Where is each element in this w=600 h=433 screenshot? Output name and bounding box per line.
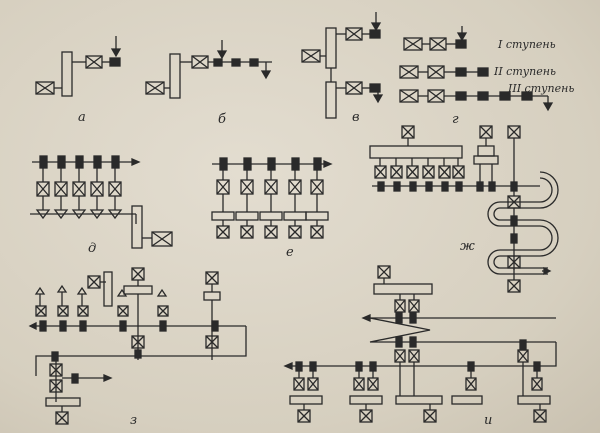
label-d: д (88, 241, 96, 256)
scheme-b: б (145, 40, 272, 127)
scheme-i: и (283, 265, 557, 428)
column (169, 53, 181, 99)
scheme-e: е (211, 157, 333, 260)
branch-e-5 (305, 157, 329, 239)
scheme-a: а (35, 36, 122, 125)
scheme-z: з (28, 267, 247, 428)
column (325, 27, 337, 69)
branch-d-4 (89, 155, 105, 220)
legend-stage-1: I ступень (497, 38, 556, 51)
header-vessel (369, 145, 463, 159)
column (61, 51, 73, 97)
legend-stage-3: III ступень (507, 82, 574, 95)
branch-e-1 (211, 157, 235, 239)
branch-e-4 (283, 157, 307, 239)
branch-d-2 (53, 155, 69, 220)
scheme-zh: ж (369, 125, 559, 293)
scheme-g: I ступень II ступень III ступень г (399, 26, 574, 127)
branch-d-3 (71, 155, 87, 220)
label-zh: ж (460, 239, 475, 254)
label-z: з (130, 413, 137, 428)
legend-stage-2: II ступень (493, 65, 556, 78)
label-v: в (352, 110, 360, 125)
label-i: и (484, 413, 492, 428)
column (103, 271, 113, 307)
scheme-v: в (301, 12, 384, 125)
label-b: б (218, 112, 226, 127)
label-e: е (286, 245, 294, 260)
branch-e-2 (235, 157, 259, 239)
column (325, 81, 337, 119)
branch-e-3 (259, 157, 283, 239)
branch-d-5 (107, 155, 123, 220)
valve (109, 57, 121, 67)
branch-d-1 (35, 155, 51, 220)
label-a: а (78, 110, 86, 125)
scheme-d: д (30, 155, 173, 256)
label-g: г (452, 112, 459, 127)
column (131, 205, 143, 249)
